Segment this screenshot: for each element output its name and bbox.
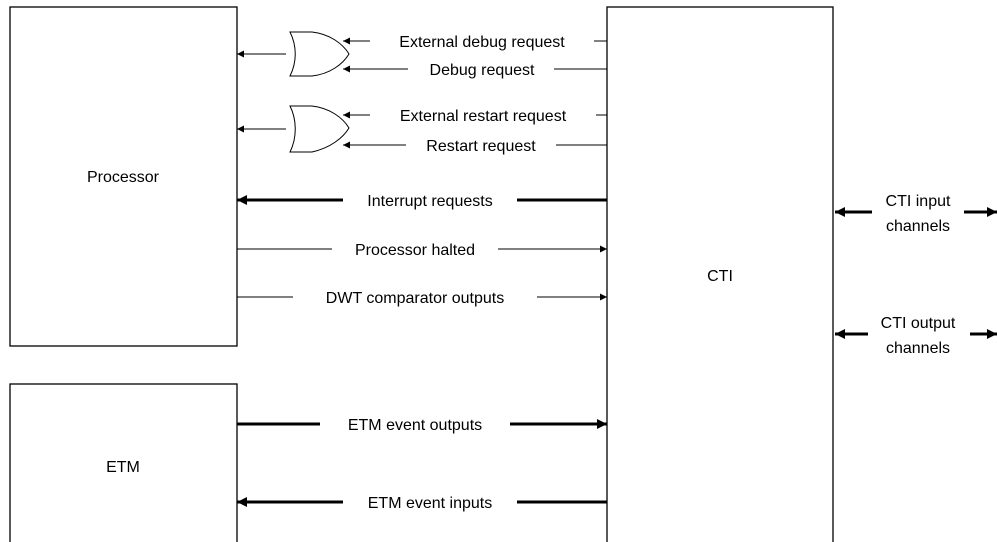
cti-block (606, 6, 834, 542)
processor-halted-label: Processor halted (355, 242, 475, 259)
interrupt-requests-label: Interrupt requests (367, 193, 492, 210)
etm-block (9, 383, 238, 542)
restart-request-label: Restart request (426, 138, 536, 155)
cti-output-channels-label-line1: CTI output (881, 315, 956, 332)
or-gate-debug (289, 31, 350, 77)
or-gate-restart (289, 105, 350, 153)
processor-block (9, 6, 238, 347)
cti-output-channels-label-line2: channels (886, 340, 950, 357)
processor-label: Processor (87, 169, 160, 186)
etm-event-inputs-label: ETM event inputs (368, 495, 493, 512)
external-debug-request-label: External debug request (399, 34, 565, 51)
external-restart-request-label: External restart request (400, 108, 567, 125)
debug-request-label: Debug request (430, 62, 536, 79)
cti-label: CTI (707, 268, 733, 285)
cti-input-channels-label-line2: channels (886, 218, 950, 235)
cti-input-channels-label-line1: CTI input (886, 193, 951, 210)
dwt-comparator-outputs-label: DWT comparator outputs (326, 290, 504, 307)
etm-event-outputs-label: ETM event outputs (348, 417, 482, 434)
etm-label: ETM (106, 459, 140, 476)
